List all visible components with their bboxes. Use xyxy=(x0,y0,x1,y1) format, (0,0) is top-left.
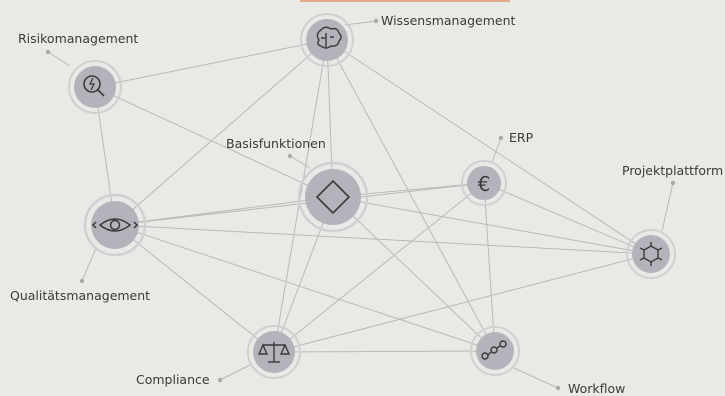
label-workflow: Workflow xyxy=(568,381,626,396)
edge-compliance-projekt xyxy=(273,253,652,353)
label-basisfunktionen: Basisfunktionen xyxy=(226,136,326,151)
risk-magnifier-icon xyxy=(83,75,105,97)
node-qualitaetsmanagement[interactable] xyxy=(83,193,147,257)
node-wissensmanagement[interactable] xyxy=(300,13,354,67)
leader-basis xyxy=(289,155,311,169)
edge-erp-projekt xyxy=(483,182,652,255)
edge-basis-workflow xyxy=(332,196,496,352)
edge-wissen-qualitaet xyxy=(114,39,328,226)
edge-risiko-basis xyxy=(94,86,334,198)
leader-dot-compliance xyxy=(217,377,223,383)
leader-dot-projekt xyxy=(670,180,676,186)
node-compliance[interactable] xyxy=(247,325,301,379)
edge-wissen-projekt xyxy=(326,39,652,255)
leader-dot-qualitaet xyxy=(79,278,85,284)
leader-qualitaet xyxy=(81,247,97,282)
node-projektplattform[interactable] xyxy=(626,229,676,279)
leader-risiko xyxy=(47,51,71,67)
node-workflow[interactable] xyxy=(470,326,520,376)
label-risikomanagement: Risikomanagement xyxy=(18,31,139,46)
scales-icon xyxy=(257,342,291,363)
leader-dot-basis xyxy=(287,153,293,159)
label-erp: ERP xyxy=(509,130,534,145)
node-erp[interactable]: € xyxy=(461,160,507,206)
edge-qualitaet-workflow xyxy=(114,224,496,352)
label-qualitaetsmanagement: Qualitätsmanagement xyxy=(10,288,151,303)
edge-wissen-compliance xyxy=(273,39,328,353)
edge-qualitaet-basis xyxy=(114,196,334,226)
diamond-icon xyxy=(315,179,351,215)
edge-wissen-workflow xyxy=(326,39,496,352)
edge-wissen-risiko xyxy=(94,39,328,88)
edge-erp-workflow xyxy=(483,182,496,352)
label-wissensmanagement: Wissensmanagement xyxy=(381,13,516,28)
leader-dot-wissen xyxy=(373,18,379,24)
label-projektplattform: Projektplattform xyxy=(622,163,724,178)
hexagon-network-icon xyxy=(639,242,663,266)
leader-dot-erp xyxy=(498,135,504,141)
brain-icon xyxy=(316,26,342,49)
node-risikomanagement[interactable] xyxy=(68,60,122,114)
leader-erp xyxy=(491,137,502,163)
leader-dot-workflow xyxy=(555,385,561,391)
leader-dot-risiko xyxy=(45,49,51,55)
leader-workflow xyxy=(513,367,559,389)
euro-icon: € xyxy=(478,172,491,196)
leader-compliance xyxy=(219,364,251,381)
workflow-chain-icon xyxy=(481,340,507,360)
leader-projekt xyxy=(661,182,674,232)
leader-wissen xyxy=(344,20,377,26)
node-basisfunktionen[interactable] xyxy=(297,161,369,233)
edge-qualitaet-projekt xyxy=(114,224,652,255)
label-compliance: Compliance xyxy=(136,372,210,387)
edge-erp-compliance xyxy=(273,182,485,353)
edge-qualitaet-compliance xyxy=(114,224,275,353)
edge-compliance-workflow xyxy=(273,350,496,353)
eye-icon xyxy=(91,218,139,232)
edge-basis-projekt xyxy=(332,196,652,255)
top-accent-bar xyxy=(300,0,510,2)
